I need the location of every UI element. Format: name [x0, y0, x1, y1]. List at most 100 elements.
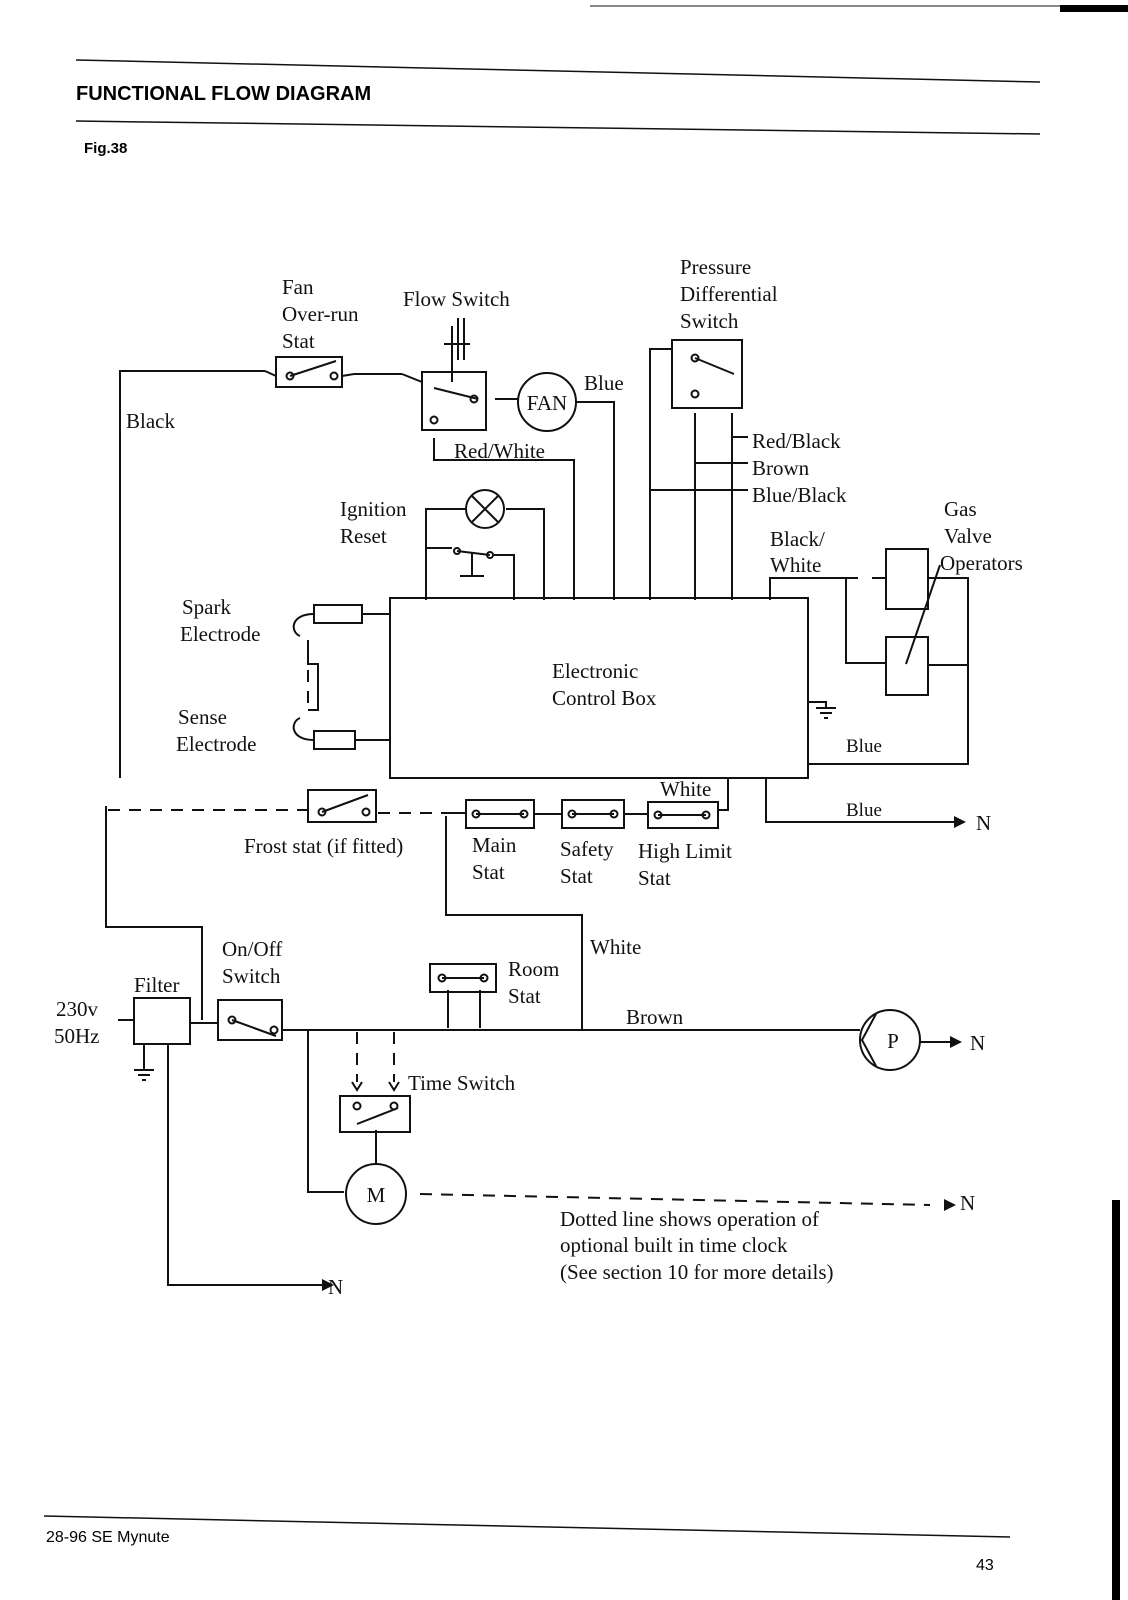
fan-label: FAN	[527, 391, 567, 415]
svg-text:Stat: Stat	[282, 329, 315, 353]
svg-text:Dotted line shows operation of: Dotted line shows operation of	[560, 1207, 819, 1231]
gas-valve-blue-wire-label: Blue	[846, 736, 882, 757]
neutral-arrows	[322, 816, 966, 1291]
page-title: FUNCTIONAL FLOW DIAGRAM	[76, 83, 371, 105]
svg-text:Gas: Gas	[944, 497, 977, 521]
blue-black-wire-label: Blue/Black	[752, 483, 847, 507]
svg-text:Electronic: Electronic	[552, 659, 638, 683]
svg-text:Room: Room	[508, 957, 559, 981]
svg-text:optional built in time clock: optional built in time clock	[560, 1233, 788, 1257]
filter-neutral-label: N	[328, 1275, 343, 1299]
time-clock-note: Dotted line shows operation of optional …	[560, 1207, 834, 1284]
svg-text:Safety: Safety	[560, 837, 614, 861]
filter-ground-icon	[134, 1069, 154, 1081]
sense-electrode-icon	[313, 730, 356, 750]
electronic-control-box	[389, 597, 809, 779]
pressure-switch-label: Pressure Differential Switch	[680, 255, 778, 333]
brown-main-wire-label: Brown	[626, 1005, 684, 1029]
ignition-reset-label: Ignition Reset	[340, 497, 407, 548]
fan-blue-wire-label: Blue	[584, 371, 624, 395]
ignition-lamp-icon	[465, 489, 505, 529]
svg-text:White: White	[770, 553, 821, 577]
room-stat	[429, 963, 497, 993]
svg-text:Sense: Sense	[178, 705, 227, 729]
svg-text:Operators: Operators	[940, 551, 1023, 575]
fan-overrun-stat-label: Fan Over-run Stat	[282, 275, 359, 353]
room-stat-label: Room Stat	[508, 957, 559, 1008]
high-limit-stat	[647, 801, 719, 829]
figure-number: Fig.38	[84, 140, 127, 157]
svg-text:Stat: Stat	[560, 864, 593, 888]
svg-text:Reset: Reset	[340, 524, 387, 548]
pump-neutral-label: N	[970, 1031, 985, 1055]
svg-text:Stat: Stat	[472, 860, 505, 884]
neutral-label: N	[976, 811, 991, 835]
pressure-differential-switch	[671, 339, 743, 409]
wires	[105, 348, 969, 1286]
main-stat	[465, 799, 535, 829]
svg-text:230v: 230v	[56, 997, 99, 1021]
svg-text:50Hz: 50Hz	[54, 1024, 100, 1048]
filter-label: Filter	[134, 973, 180, 997]
spark-electrode-icon	[313, 604, 363, 624]
frost-stat-label: Frost stat (if fitted)	[244, 834, 403, 858]
on-off-switch-label: On/Off Switch	[222, 937, 282, 988]
svg-text:Stat: Stat	[508, 984, 541, 1008]
safety-stat-label: Safety Stat	[560, 837, 614, 888]
high-limit-stat-label: High Limit Stat	[638, 839, 732, 890]
sense-electrode-label: Sense Electrode	[176, 705, 256, 756]
svg-text:Electrode: Electrode	[180, 622, 260, 646]
pump-icon: P	[859, 1009, 921, 1071]
svg-text:High Limit: High Limit	[638, 839, 732, 863]
svg-text:Switch: Switch	[222, 964, 281, 988]
time-switch-label: Time Switch	[408, 1071, 516, 1095]
brown-wire-label: Brown	[752, 456, 810, 480]
page-rules	[43, 5, 1128, 1600]
svg-text:Fan: Fan	[282, 275, 314, 299]
blue-neutral-wire-label: Blue	[846, 800, 882, 821]
fan-overrun-stat	[264, 356, 355, 388]
black-white-wire-label: Black/ White	[770, 527, 825, 577]
flow-switch-label: Flow Switch	[403, 287, 510, 311]
svg-text:Black/: Black/	[770, 527, 825, 551]
gas-valve-label: Gas Valve Operators	[940, 497, 1023, 575]
time-clock-motor: M	[345, 1163, 407, 1225]
white-wire-top-label: White	[660, 777, 711, 801]
gas-valve-operators	[872, 548, 941, 696]
svg-text:Control Box: Control Box	[552, 686, 657, 710]
filter-box	[133, 997, 191, 1045]
svg-text:Switch: Switch	[680, 309, 739, 333]
control-box-label: Electronic Control Box	[552, 659, 657, 710]
svg-text:Main: Main	[472, 833, 517, 857]
spark-electrode-label: Spark Electrode	[180, 595, 260, 646]
ignition-reset-button-icon	[453, 547, 494, 577]
svg-text:Differential: Differential	[680, 282, 778, 306]
motor-label: M	[367, 1183, 386, 1207]
ground-icon	[816, 707, 836, 719]
pump-label: P	[887, 1029, 899, 1053]
flow-switch	[401, 318, 487, 431]
white-wire-mid-label: White	[590, 935, 641, 959]
main-stat-label: Main Stat	[472, 833, 517, 884]
svg-text:Spark: Spark	[182, 595, 231, 619]
frost-stat	[307, 789, 377, 823]
time-switch	[339, 1081, 411, 1133]
motor-neutral-label: N	[960, 1191, 975, 1215]
safety-stat	[561, 799, 625, 829]
svg-text:Over-run: Over-run	[282, 302, 359, 326]
svg-text:(See section 10 for more detai: (See section 10 for more details)	[560, 1260, 834, 1284]
supply-label: 230v 50Hz	[54, 997, 100, 1048]
on-off-switch	[206, 999, 300, 1041]
svg-text:Valve: Valve	[944, 524, 992, 548]
red-black-wire-label: Red/Black	[752, 429, 841, 453]
svg-text:On/Off: On/Off	[222, 937, 282, 961]
black-wire-label: Black	[126, 409, 175, 433]
red-white-wire-label: Red/White	[454, 439, 545, 463]
svg-text:Electrode: Electrode	[176, 732, 256, 756]
svg-text:Stat: Stat	[638, 866, 671, 890]
svg-text:Ignition: Ignition	[340, 497, 407, 521]
svg-text:Pressure: Pressure	[680, 255, 751, 279]
page-number: 43	[976, 1557, 994, 1574]
